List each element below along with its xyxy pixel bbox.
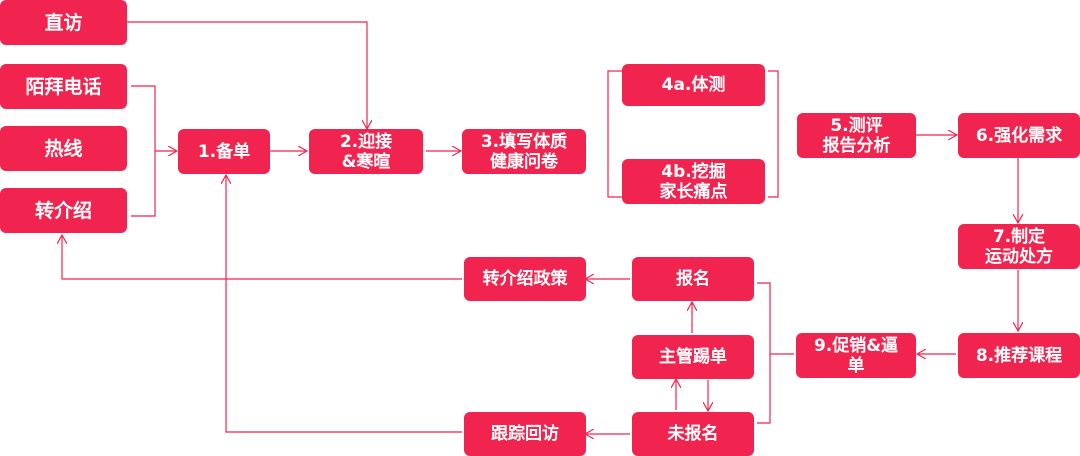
node-wajue: 4b.挖掘 家长痛点 [622, 159, 765, 204]
connector-zhengce-to-zhuanjieshao [62, 236, 462, 280]
node-tice: 4a.体测 [622, 64, 765, 106]
bracket-4-right [768, 70, 779, 198]
node-zhuguan: 主管踢单 [632, 335, 754, 379]
node-moubai: 陌拜电话 [0, 64, 127, 109]
node-rexian: 热线 [0, 126, 127, 171]
node-zhiding: 7.制定 运动处方 [958, 224, 1080, 269]
node-zhuanjieshao: 转介绍 [0, 188, 127, 233]
node-yingjie: 2.迎接 &寒暄 [309, 129, 423, 174]
node-ceping: 5.测评 报告分析 [797, 113, 916, 158]
node-tianxie: 3.填写体质 健康问卷 [462, 129, 586, 174]
node-weibaoming: 未报名 [632, 412, 754, 456]
bracket-sources [131, 85, 156, 217]
connector-zhifang-to-yingjie [127, 21, 367, 128]
node-baoming: 报名 [632, 257, 754, 301]
bracket-4-left [607, 70, 622, 198]
node-beidan: 1.备单 [178, 129, 270, 174]
node-tuijian: 8.推荐课程 [958, 333, 1080, 378]
bracket-outcomes [757, 282, 771, 424]
node-zhifang: 直访 [0, 0, 127, 45]
node-cuxiao: 9.促销&逼 单 [796, 333, 916, 378]
node-zhengce: 转介绍政策 [464, 257, 586, 301]
connector-genzong-to-beidan [226, 176, 462, 433]
node-qianghua: 6.强化需求 [958, 113, 1080, 158]
node-genzong: 跟踪回访 [464, 412, 586, 456]
